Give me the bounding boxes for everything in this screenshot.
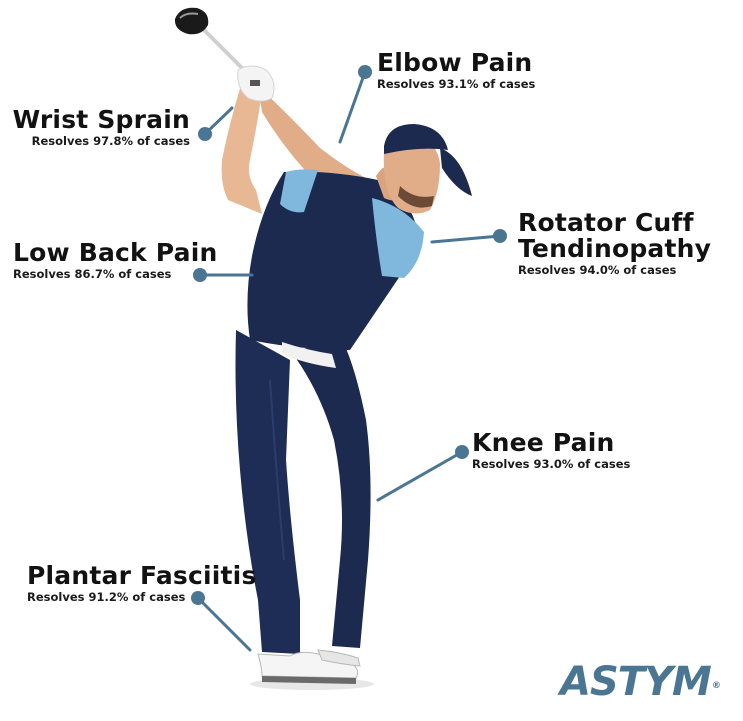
connectors — [196, 70, 502, 652]
knee-pain-title: Knee Pain — [472, 428, 615, 457]
low-back-pain-label: Low Back Pain Resolves 86.7% of cases — [13, 240, 217, 282]
plantar-fasciitis-label: Plantar Fasciitis Resolves 91.2% of case… — [27, 563, 257, 605]
connector-dot-icon — [191, 591, 205, 605]
connector-dot-icon — [198, 127, 212, 141]
low-back-pain-stat: Resolves 86.7% of cases — [13, 267, 172, 281]
golfer-figure — [221, 65, 472, 684]
knee-pain-stat: Resolves 93.0% of cases — [472, 457, 631, 471]
rotator-cuff-stat: Resolves 94.0% of cases — [518, 263, 677, 277]
connector-dot-icon — [455, 445, 469, 459]
wrist-sprain-label: Wrist Sprain Resolves 97.8% of cases — [13, 107, 190, 149]
connector-dot-icon — [493, 229, 507, 243]
registered-mark: ® — [711, 681, 721, 691]
connector-dots — [191, 65, 507, 605]
elbow-pain-stat: Resolves 93.1% of cases — [377, 77, 536, 91]
wrist-sprain-stat: Resolves 97.8% of cases — [31, 134, 190, 148]
astym-logo: ASTYM® — [560, 659, 721, 705]
plantar-fasciitis-stat: Resolves 91.2% of cases — [27, 590, 186, 604]
wrist-sprain-title: Wrist Sprain — [12, 105, 190, 134]
connector-dot-icon — [193, 268, 207, 282]
elbow-pain-title: Elbow Pain — [377, 48, 533, 77]
astym-logo-text: ASTYM — [560, 659, 712, 705]
connector-dot-icon — [358, 65, 372, 79]
low-back-pain-title: Low Back Pain — [13, 238, 218, 267]
elbow-pain-label: Elbow Pain Resolves 93.1% of cases — [377, 50, 535, 92]
rotator-cuff-title-line2: Tendinopathy — [518, 234, 712, 263]
rotator-cuff-title-line1: Rotator Cuff — [518, 208, 694, 237]
knee-pain-label: Knee Pain Resolves 93.0% of cases — [472, 430, 630, 472]
plantar-fasciitis-title: Plantar Fasciitis — [27, 561, 257, 590]
golf-club-icon — [174, 7, 252, 78]
rotator-cuff-label: Rotator Cuff Tendinopathy Resolves 94.0%… — [518, 210, 711, 278]
